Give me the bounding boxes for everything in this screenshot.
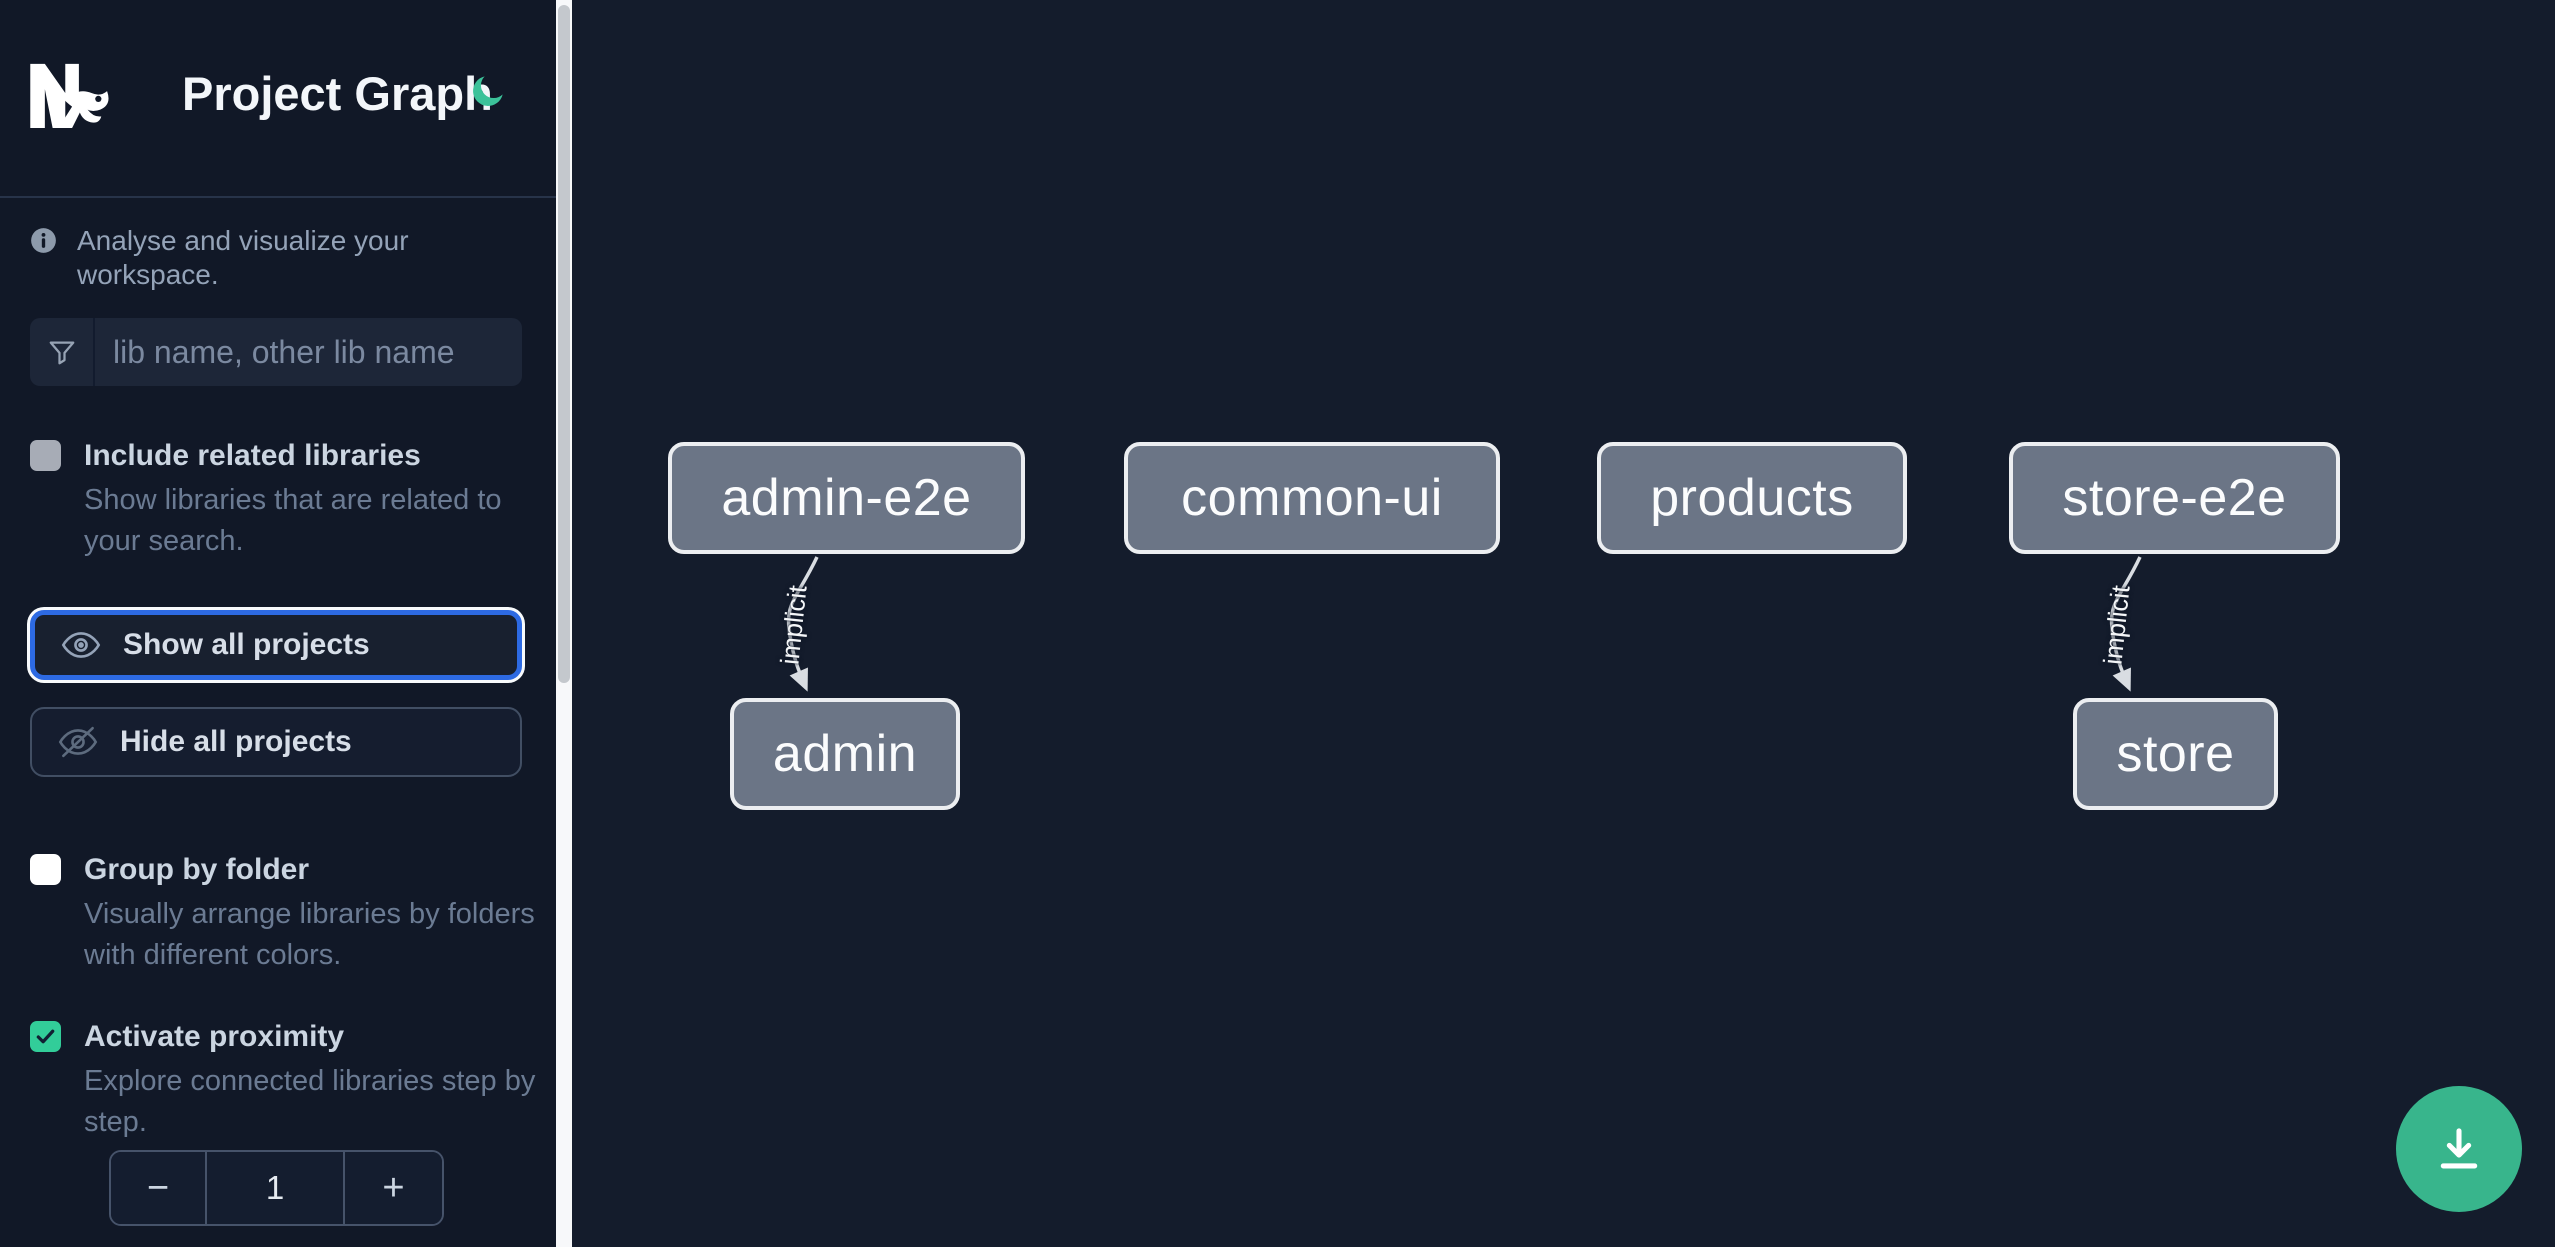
sidebar: Project Graph Analyse and visualize your… — [0, 0, 556, 1247]
include-related-label: Include related libraries — [84, 439, 421, 472]
activate-proximity-checkbox[interactable] — [30, 1021, 61, 1052]
download-graph-button[interactable] — [2396, 1086, 2522, 1212]
group-by-folder-checkbox[interactable] — [30, 854, 61, 885]
download-icon — [2440, 1128, 2478, 1169]
graph-node-products[interactable]: products — [1597, 442, 1907, 554]
show-all-projects-label: Show all projects — [123, 628, 370, 661]
page-title: Project Graph — [182, 67, 493, 120]
graph-node-store-e2e[interactable]: store-e2e — [2009, 442, 2340, 554]
edge-store-e2e-to-store — [2109, 556, 2142, 692]
edge-admin-e2e-to-admin — [786, 556, 819, 692]
graph-node-admin-e2e[interactable]: admin-e2e — [668, 442, 1025, 554]
graph-node-common-ui[interactable]: common-ui — [1124, 442, 1500, 554]
include-related-description: Show libraries that are related to your … — [84, 484, 502, 557]
hide-all-projects-label: Hide all projects — [120, 725, 352, 758]
proximity-decrement-button[interactable]: − — [111, 1152, 207, 1224]
proximity-increment-button[interactable]: + — [343, 1152, 442, 1224]
sidebar-scrollbar[interactable] — [556, 0, 572, 1247]
info-icon — [31, 228, 56, 253]
group-by-folder-label: Group by folder — [84, 853, 309, 886]
activate-proximity-label: Activate proximity — [84, 1020, 345, 1053]
filter-box — [30, 318, 522, 386]
intro-text: Analyse and visualize your workspace. — [77, 225, 409, 290]
graph-node-store[interactable]: store — [2073, 698, 2278, 810]
moon-icon — [473, 75, 503, 106]
filter-input[interactable] — [95, 318, 522, 386]
check-icon — [36, 1029, 55, 1044]
option-group-by-folder: Group by folder Visually arrange librari… — [30, 852, 535, 976]
filter-funnel-icon — [30, 318, 95, 386]
proximity-stepper: − 1 + — [109, 1150, 444, 1226]
activate-proximity-description: Explore connected libraries step by step… — [84, 1065, 536, 1138]
show-all-projects-button[interactable]: Show all projects — [30, 610, 522, 680]
eye-icon — [61, 632, 101, 658]
option-include-related-libraries: Include related libraries Show libraries… — [30, 438, 526, 562]
intro-row: Analyse and visualize your workspace. — [30, 224, 530, 292]
sidebar-scrollbar-thumb[interactable] — [558, 5, 570, 683]
proximity-value: 1 — [207, 1152, 343, 1224]
hide-all-projects-button[interactable]: Hide all projects — [30, 707, 522, 777]
theme-toggle-button[interactable] — [464, 70, 510, 116]
graph-edges — [786, 556, 2142, 692]
graph-canvas[interactable]: implicit implicit admin-e2e common-ui pr… — [572, 0, 2555, 1247]
nx-logo — [30, 63, 109, 129]
option-activate-proximity: Activate proximity Explore connected lib… — [30, 1019, 535, 1143]
graph-node-admin[interactable]: admin — [730, 698, 960, 810]
group-by-folder-description: Visually arrange libraries by folders wi… — [84, 898, 535, 971]
header-divider — [0, 196, 556, 198]
eye-slash-icon — [58, 726, 98, 758]
include-related-checkbox[interactable] — [30, 440, 61, 471]
